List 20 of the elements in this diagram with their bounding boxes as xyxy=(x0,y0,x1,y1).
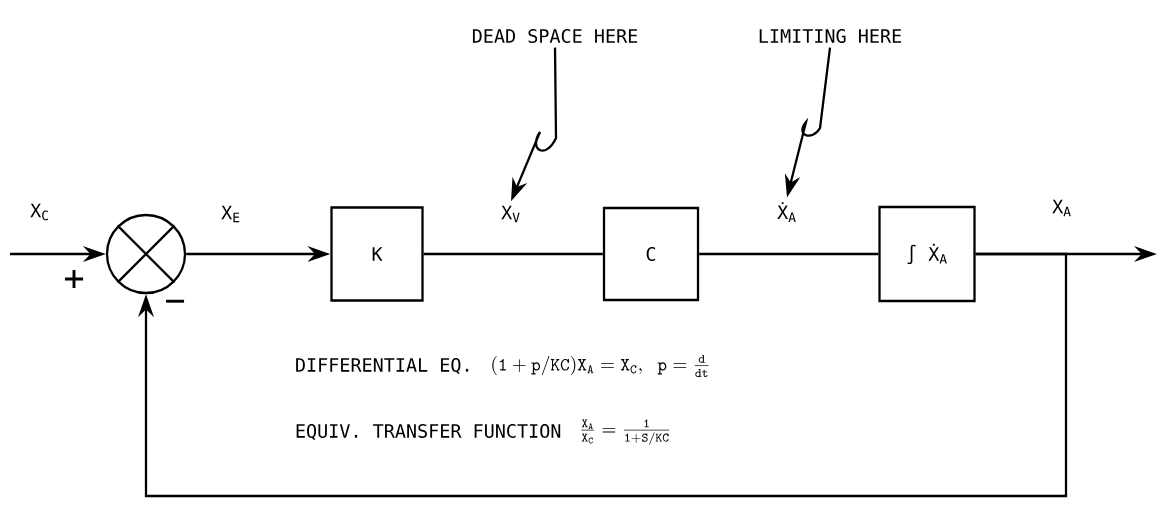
equation: $\mathtt{\frac{X_{A}}{X_{C}} = \frac{1}{1 + S/KC}}$ xyxy=(581,419,670,445)
integrator-block: ∫ Ẋ$_{A}$ xyxy=(878,205,976,303)
minus-sign: − xyxy=(165,299,185,303)
gain-block: K xyxy=(330,206,424,302)
connector-line xyxy=(699,252,879,256)
gain-block: C xyxy=(602,206,700,302)
signal-label: X$_{A}$ xyxy=(1052,199,1071,217)
annotation-text: LIMITING HERE xyxy=(759,29,901,43)
signal-label: X$_{C}$ xyxy=(30,203,48,221)
signal-label: Ẋ$_{A}$ xyxy=(777,202,796,222)
equation-text: EQUIV. TRANSFER FUNCTION xyxy=(296,423,561,441)
feedback-arrow xyxy=(138,252,1068,498)
summing-junction xyxy=(105,213,187,295)
connector-line xyxy=(423,252,603,256)
equation: $\mathtt{(1 + p/KC)X_{A} = X_{C},\ p = \frac{d}{dt}}$ xyxy=(492,354,709,378)
equation-text: DIFFERENTIAL EQ. xyxy=(296,357,469,375)
plus-sign: + xyxy=(64,269,84,289)
signal-label: X$_{E}$ xyxy=(221,205,240,223)
annotation-text: DEAD SPACE HERE xyxy=(472,29,638,43)
signal-label: X$_{V}$ xyxy=(501,205,520,223)
